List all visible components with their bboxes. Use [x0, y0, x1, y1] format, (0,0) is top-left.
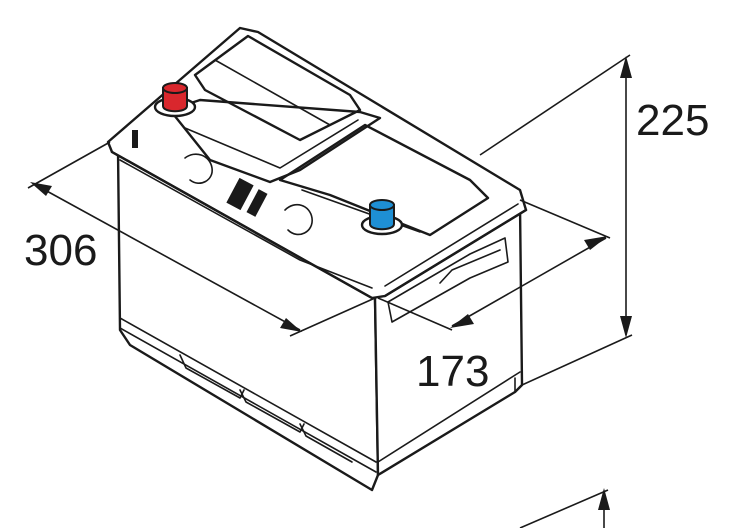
width-arrow-back	[584, 236, 608, 250]
vent-detail-2	[284, 203, 313, 236]
length-arrow-right	[280, 318, 302, 332]
lid-edge-side	[383, 208, 528, 298]
fragment-arrow	[598, 488, 610, 510]
vent-block-1	[226, 177, 254, 211]
length-dimension-line	[33, 183, 301, 331]
vent-block-2	[246, 189, 268, 217]
negative-terminal	[360, 199, 404, 236]
positive-terminal-cap	[162, 82, 188, 94]
height-extension-bottom	[521, 334, 633, 386]
base-rib-2	[119, 327, 377, 473]
negative-terminal-cap	[369, 199, 395, 211]
fragment-line	[519, 489, 609, 528]
negative-terminal-post	[369, 204, 395, 231]
battery-body	[116, 148, 524, 492]
length-arrow-left	[30, 182, 52, 196]
height-dimension: 225	[479, 54, 709, 386]
height-arrow-top	[620, 56, 632, 78]
width-extension-front	[377, 297, 453, 331]
height-extension-top	[479, 54, 631, 156]
lid-handle-channel	[168, 98, 382, 184]
height-label: 225	[636, 96, 709, 145]
width-label: 173	[416, 347, 489, 396]
width-extension-back	[519, 199, 611, 239]
vent-detail-1	[184, 153, 213, 184]
lid-front-lip	[119, 159, 373, 289]
length-dimension: 306	[24, 141, 376, 337]
battery-lid	[106, 26, 528, 300]
lid-front-plate	[278, 123, 490, 237]
side-grip-inner	[439, 249, 501, 284]
lid-edge-front	[110, 150, 374, 300]
width-arrow-front	[450, 314, 474, 328]
length-label: 306	[24, 226, 97, 275]
lid-rear-seam	[214, 59, 331, 126]
second-drawing-fragment	[519, 488, 610, 528]
vent-block-3	[132, 130, 138, 148]
positive-terminal	[153, 82, 197, 118]
length-extension-left	[27, 141, 111, 189]
length-extension-right	[289, 297, 376, 337]
base-rib-5	[299, 423, 353, 463]
base-rib-1	[119, 317, 377, 463]
lid-handle-inner	[184, 119, 359, 169]
lid-rear-plate	[193, 34, 362, 142]
positive-terminal-post	[162, 87, 188, 113]
side-base-rib	[377, 371, 521, 463]
width-dimension: 173	[377, 199, 611, 396]
side-grip	[387, 237, 509, 323]
lid-side-lip	[384, 203, 519, 287]
width-dimension-line	[451, 237, 607, 327]
height-arrow-bottom	[620, 316, 632, 338]
